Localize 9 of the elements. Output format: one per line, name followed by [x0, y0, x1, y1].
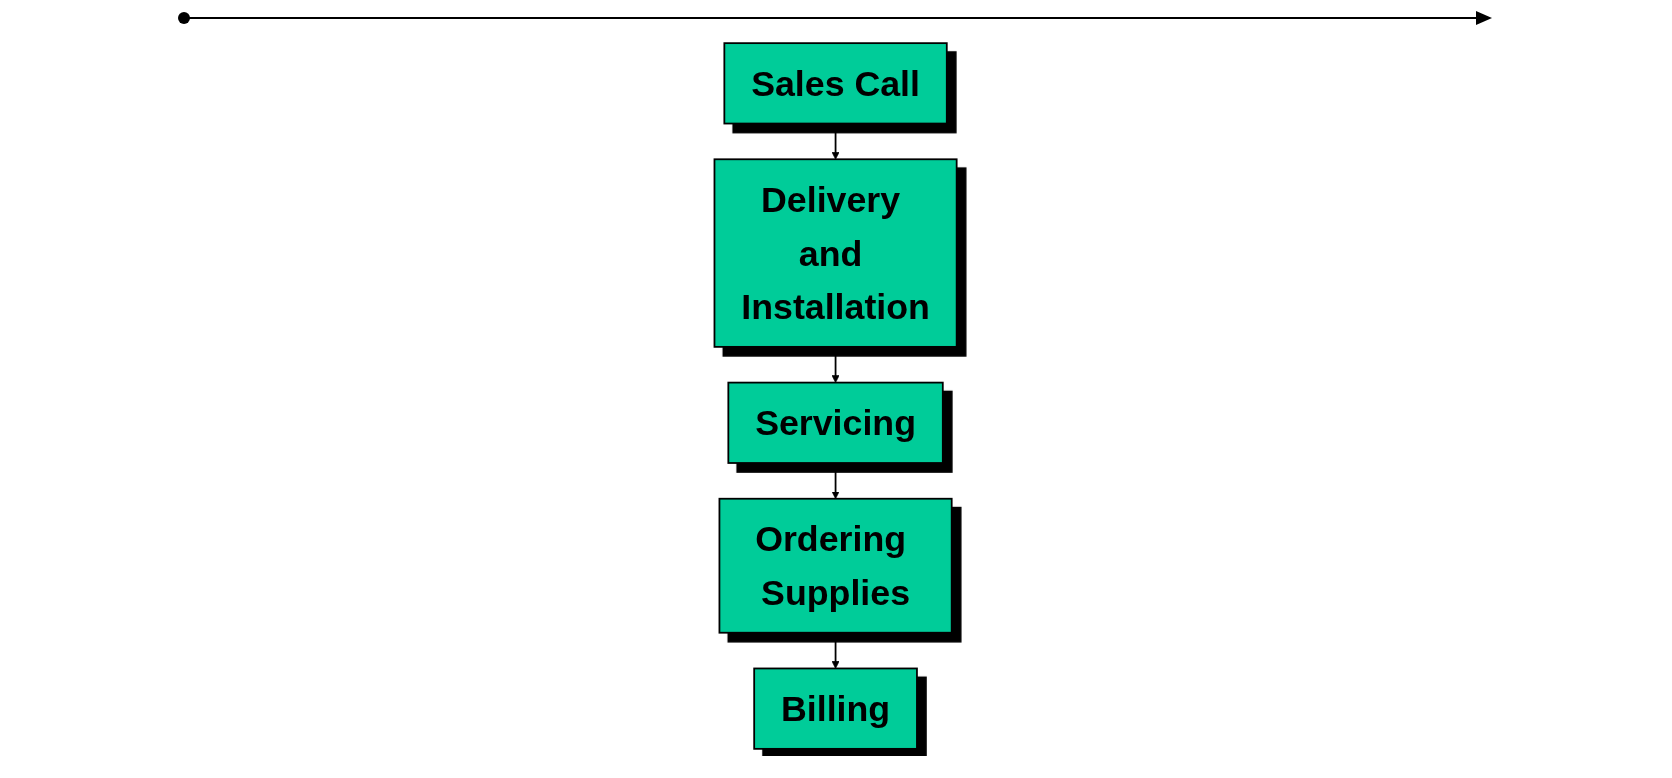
node-box: Servicing: [727, 381, 945, 464]
node-box: Billing: [753, 667, 919, 750]
arrow: [832, 345, 840, 383]
arrow: [832, 631, 840, 669]
arrow: [832, 122, 840, 160]
arrow: [832, 462, 840, 500]
node-box: Sales Call: [723, 42, 949, 125]
node-box: Ordering Supplies: [718, 497, 954, 634]
node-box: Delivery and Installation: [714, 158, 958, 348]
